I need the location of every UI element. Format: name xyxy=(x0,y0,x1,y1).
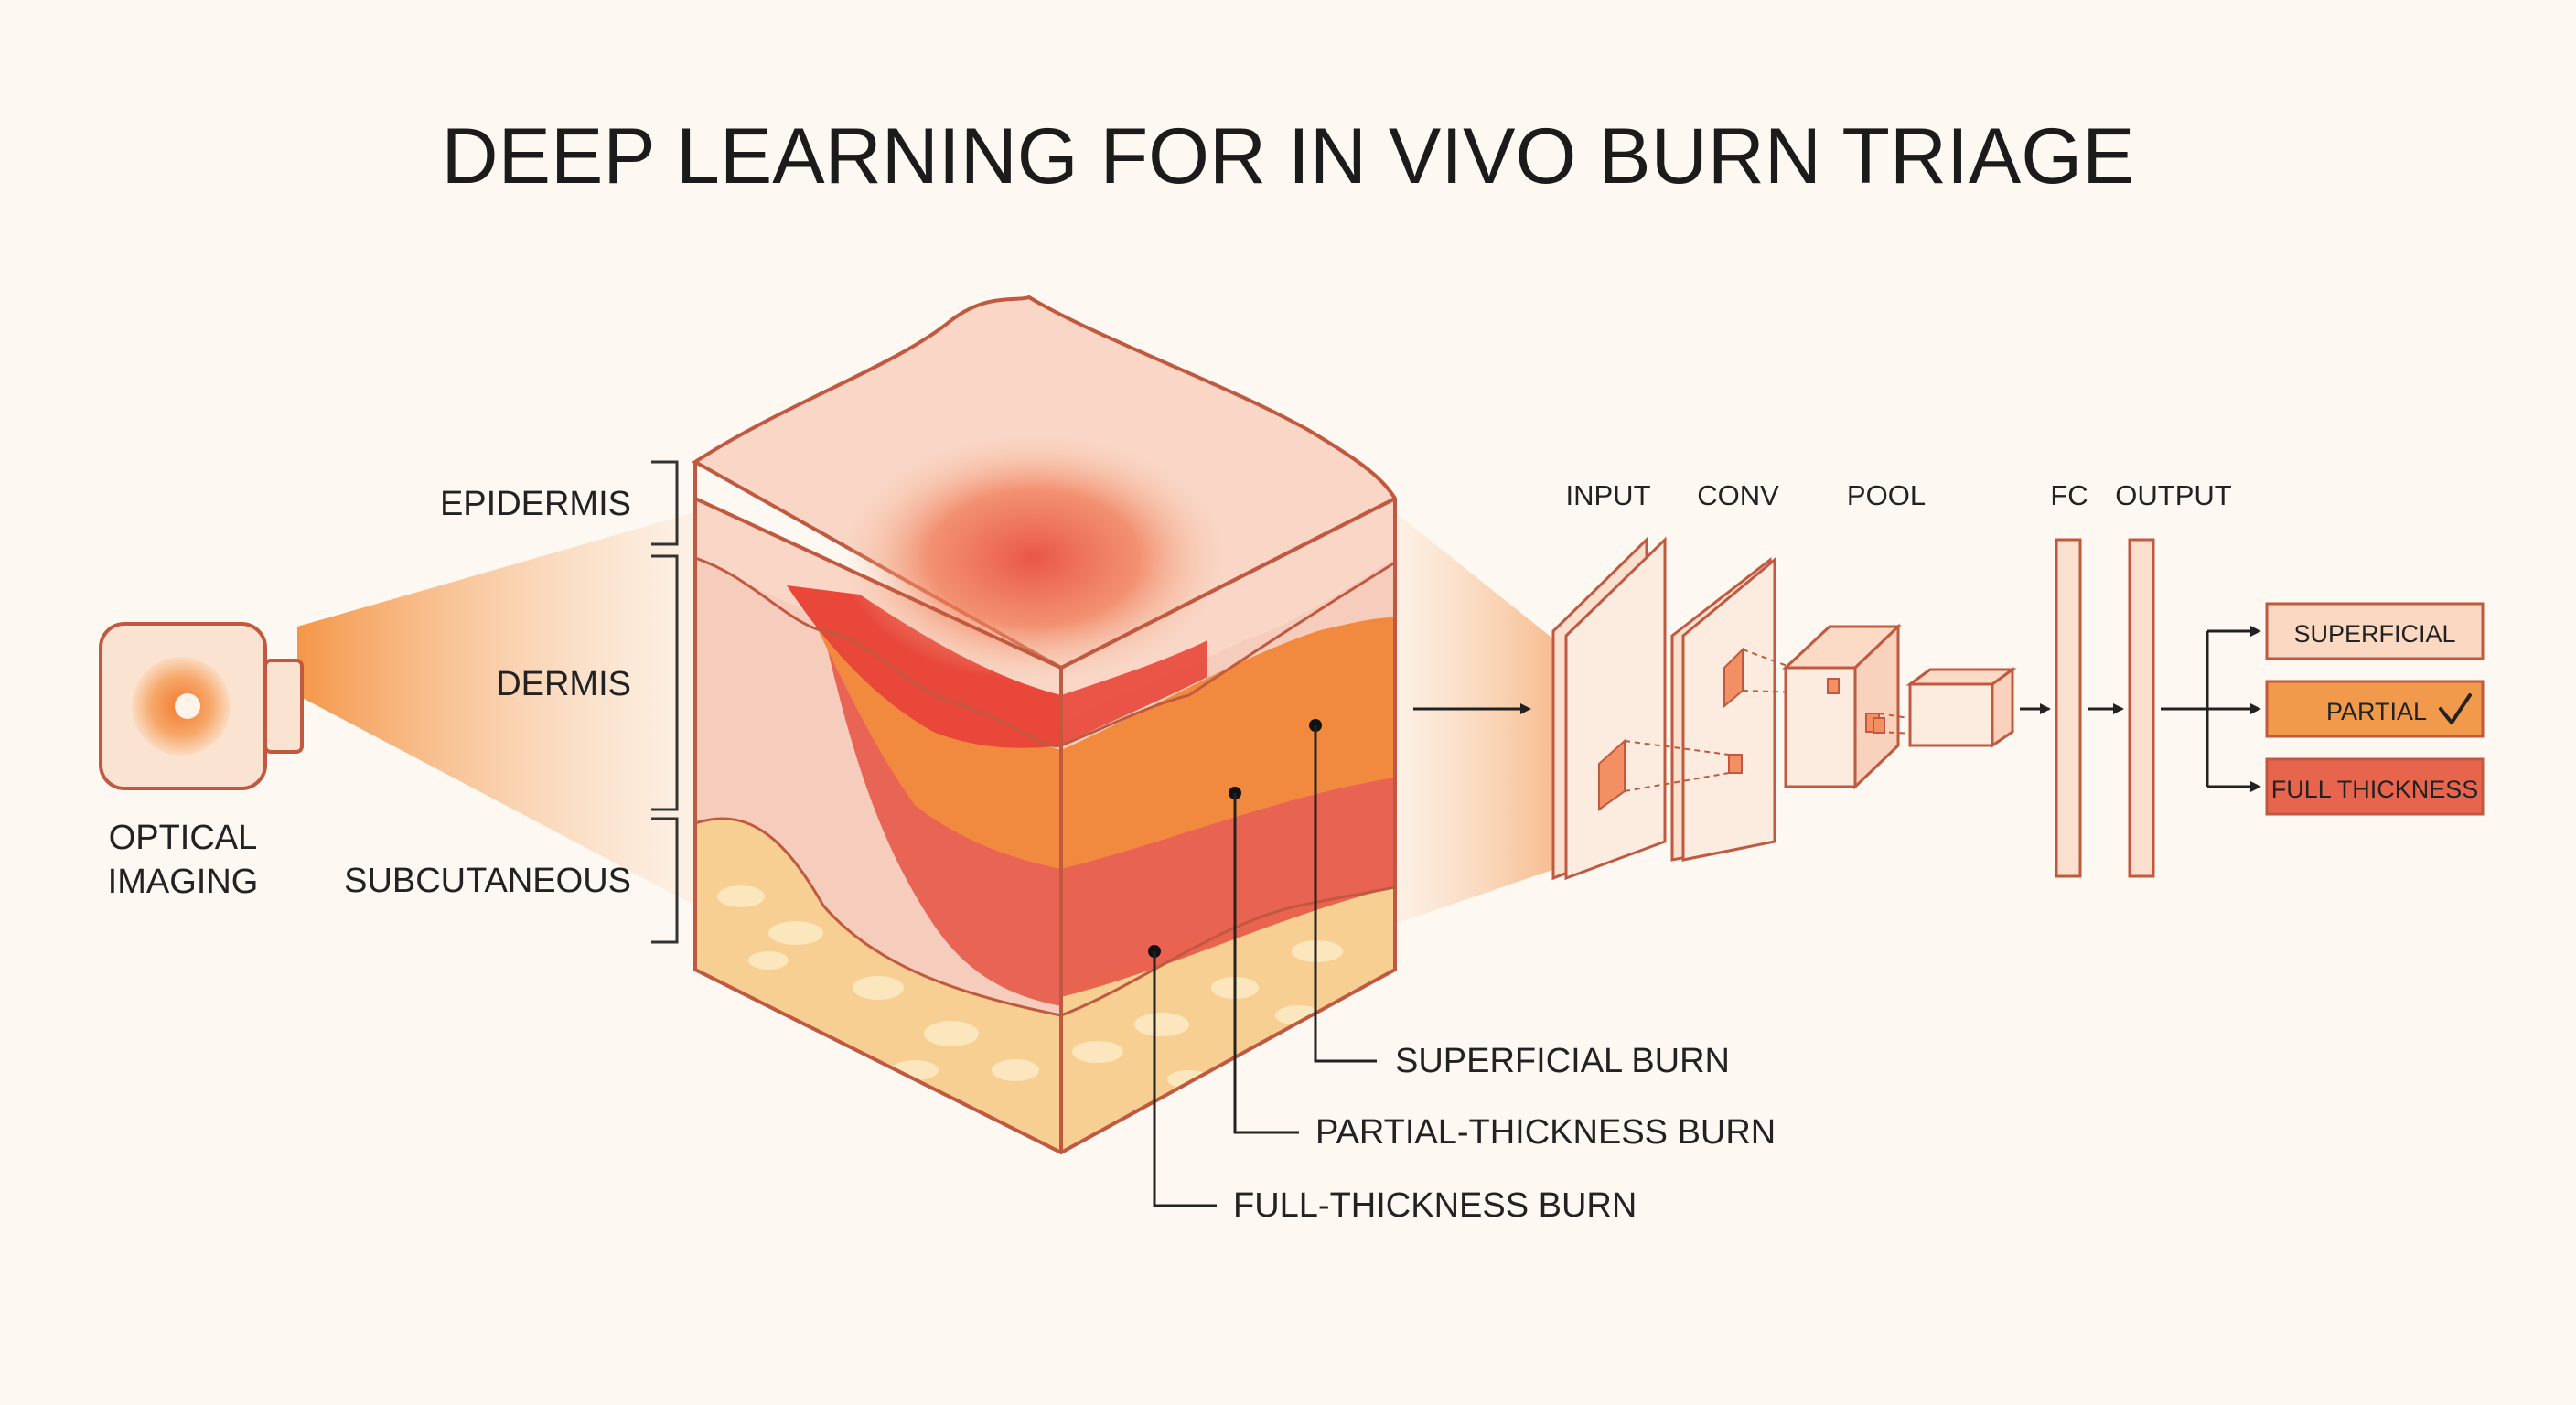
camera-label-line2: IMAGING xyxy=(108,863,259,901)
skin-cross-section xyxy=(692,295,1398,1155)
feature-block-kernel xyxy=(1873,717,1885,734)
camera-icon xyxy=(99,622,304,790)
stage-conv-label: CONV xyxy=(1697,479,1779,511)
output-full-label: FULL THICKNESS xyxy=(2271,776,2479,803)
subcutaneous-label: SUBCUTANEOUS xyxy=(344,862,631,900)
feature-block xyxy=(1905,667,2017,748)
network-beam xyxy=(1395,512,1555,924)
superficial-burn-label: SUPERFICIAL BURN xyxy=(1395,1042,1730,1080)
input-receptive-field xyxy=(1598,738,1743,811)
page-title: DEEP LEARNING FOR IN VIVO BURN TRIAGE xyxy=(442,113,2135,200)
output-layer xyxy=(2128,538,2155,878)
epidermis-label: EPIDERMIS xyxy=(440,485,631,523)
full-burn-leader xyxy=(1148,945,1217,1207)
partial-burn-leader xyxy=(1229,787,1299,1134)
input-layer xyxy=(1551,536,1667,881)
output-partial-box xyxy=(2265,680,2485,738)
output-superficial-label: SUPERFICIAL xyxy=(2293,620,2455,648)
pool-layer xyxy=(1782,623,1902,790)
conv-layer xyxy=(1670,556,1776,862)
stage-input-label: INPUT xyxy=(1566,479,1651,511)
output-full-box xyxy=(2265,757,2485,816)
dermis-label: DERMIS xyxy=(496,665,631,703)
output-superficial-box xyxy=(2265,602,2485,660)
full-burn-label: FULL-THICKNESS BURN xyxy=(1233,1186,1637,1225)
dermis-bracket xyxy=(651,554,679,811)
subcutaneous-bracket xyxy=(651,817,679,944)
epidermis-bracket xyxy=(651,460,679,546)
fc-layer xyxy=(2055,538,2082,878)
stage-fc-label: FC xyxy=(2050,479,2088,511)
camera-label-line1: OPTICAL xyxy=(109,819,258,857)
stage-pool-label: POOL xyxy=(1847,479,1926,511)
output-branch xyxy=(2161,631,2209,787)
camera-beam xyxy=(297,512,695,906)
superficial-burn-leader xyxy=(1309,719,1377,1063)
partial-burn-label: PARTIAL-THICKNESS BURN xyxy=(1315,1113,1776,1152)
stage-output-label: OUTPUT xyxy=(2115,479,2232,511)
check-icon xyxy=(2439,693,2472,724)
output-partial-label: PARTIAL xyxy=(2326,698,2427,725)
